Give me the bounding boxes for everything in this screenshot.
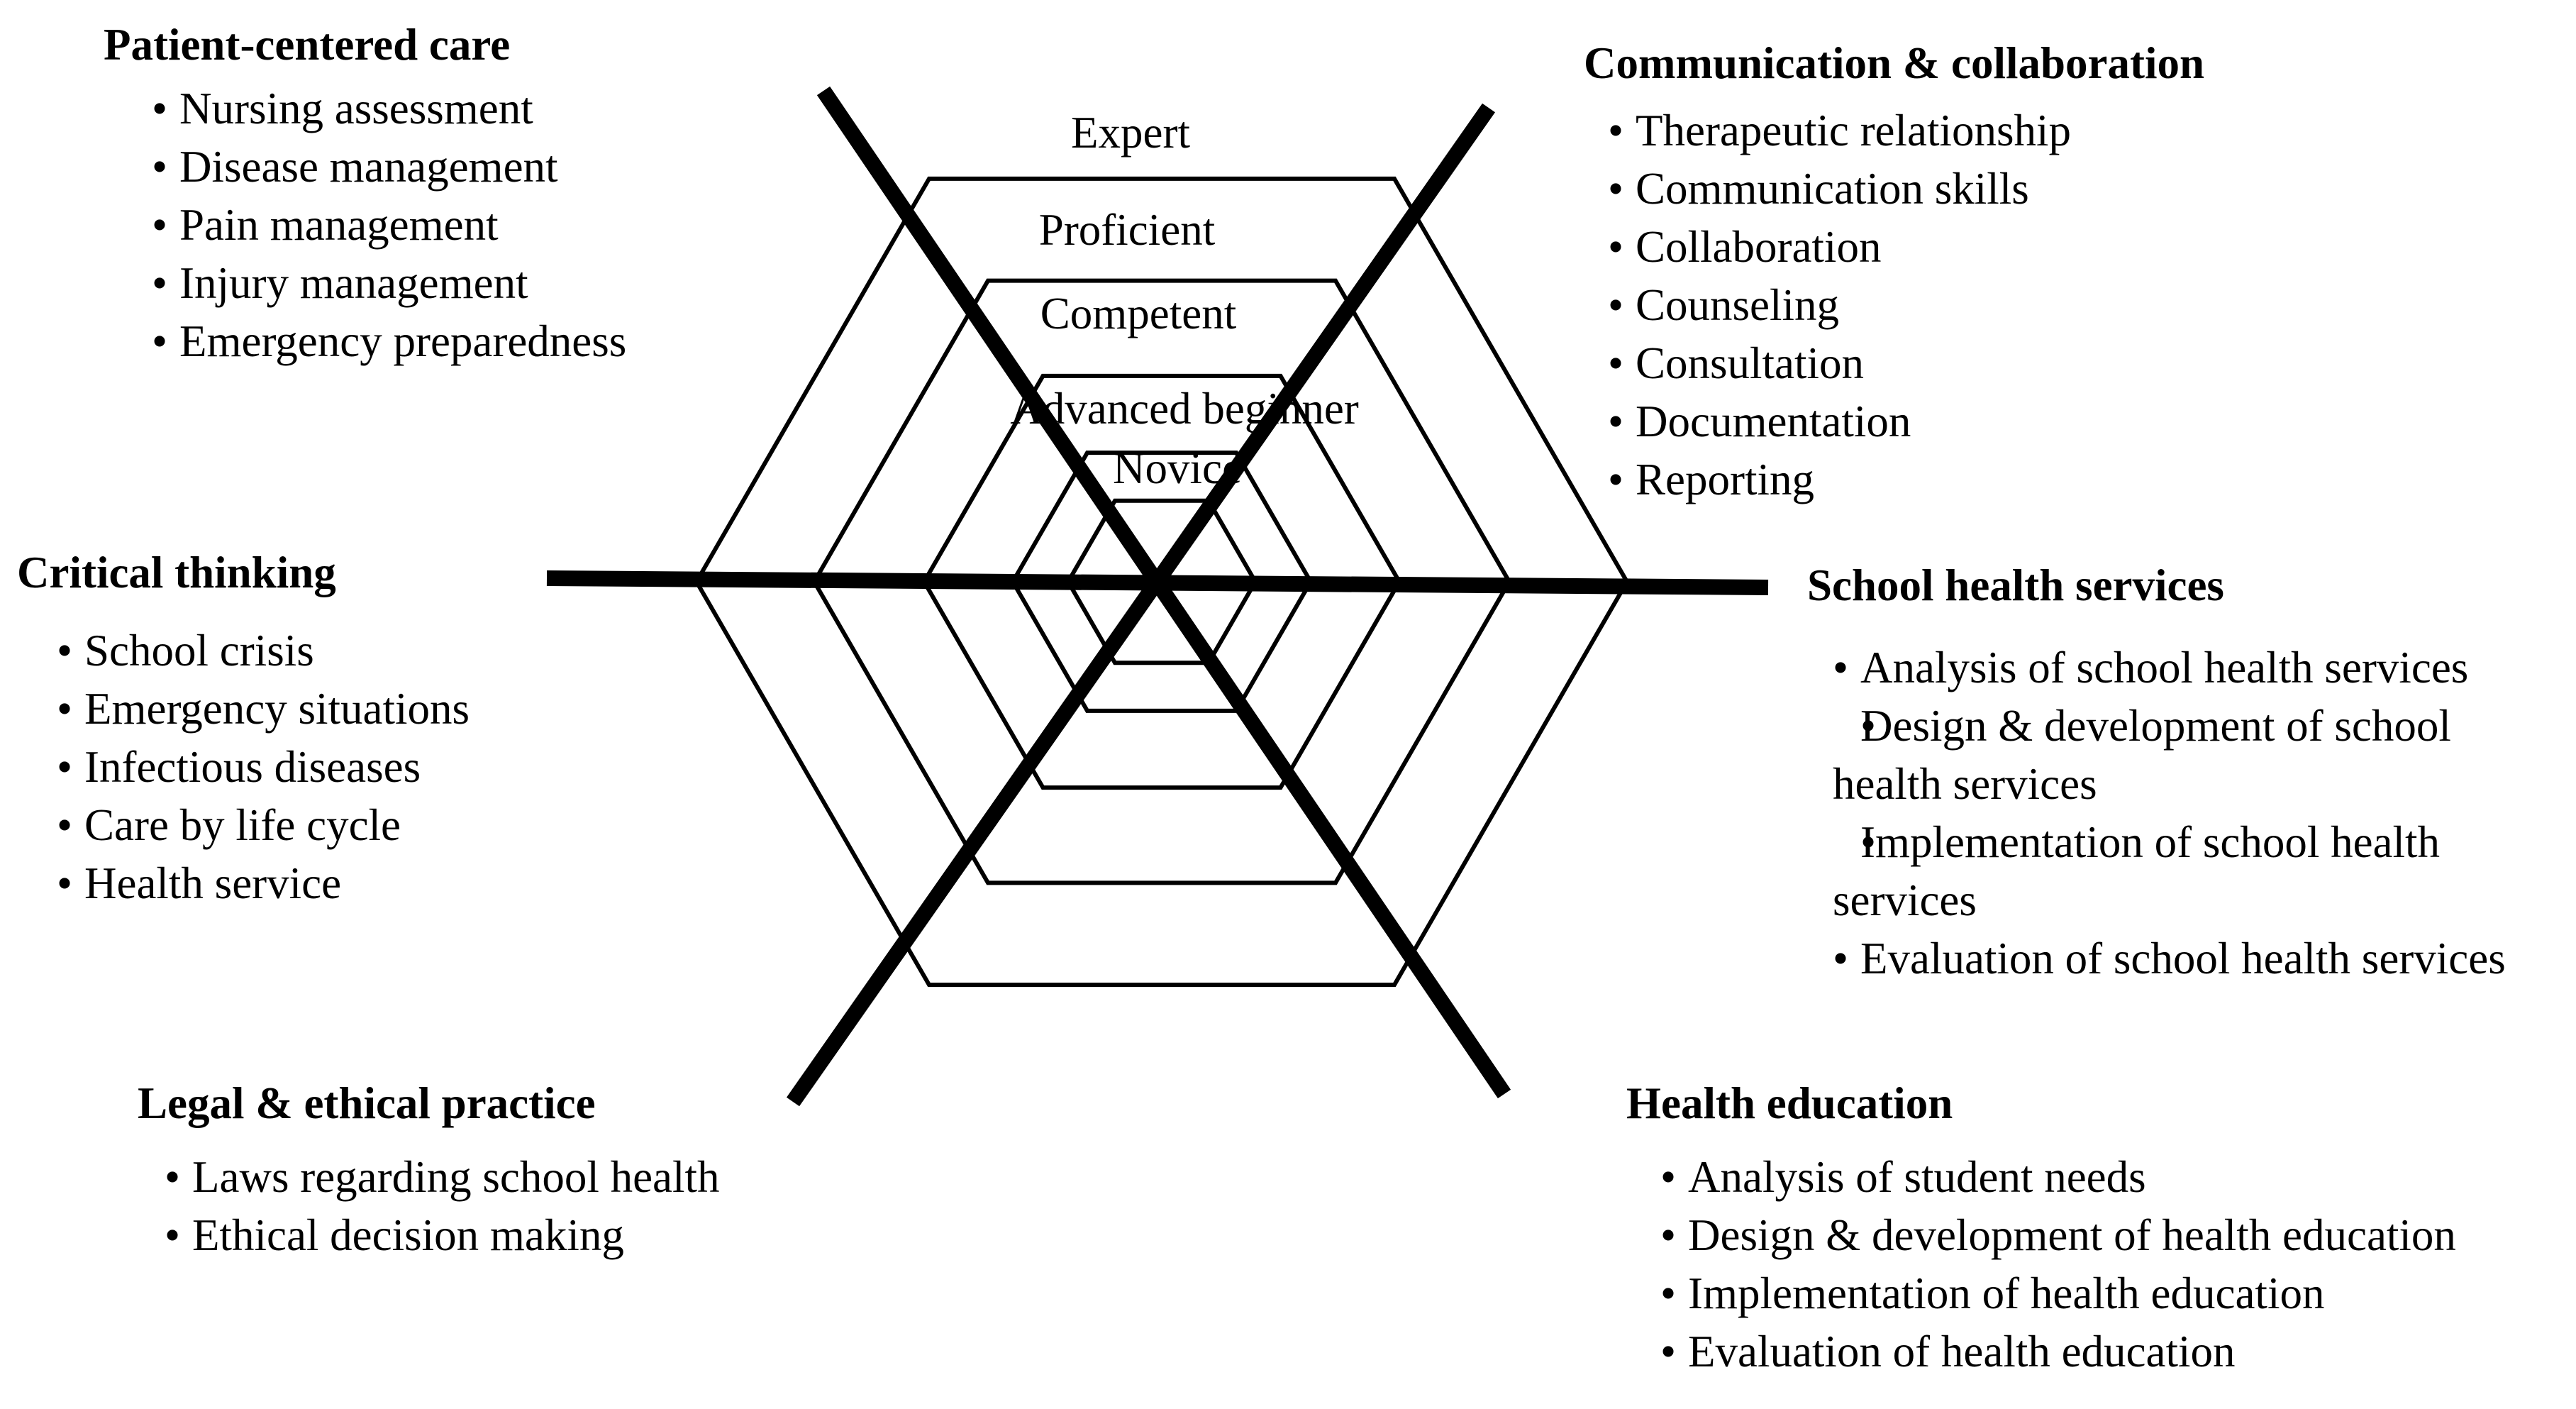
list-item: Laws regarding school health (165, 1148, 847, 1206)
level-label-competent: Competent (1040, 289, 1237, 338)
domain-item-list: School crisis Emergency situations Infec… (57, 621, 655, 912)
list-item: Injury management (152, 254, 742, 312)
domain-item-list: Analysis of school health services Desig… (1833, 639, 2556, 988)
list-item: Design & development of health education (1660, 1206, 2548, 1264)
list-item: Disease management (152, 138, 742, 196)
list-item: School crisis (57, 621, 655, 680)
domain-title: Critical thinking (17, 548, 336, 597)
list-item: Nursing assessment (152, 79, 742, 138)
domain-communication-collaboration: Communication & collaboration Therapeuti… (1584, 37, 2364, 509)
list-item: Analysis of school health services (1833, 639, 2556, 697)
domain-health-education: Health education Analysis of student nee… (1626, 1077, 2548, 1381)
domain-title: Legal & ethical practice (138, 1078, 596, 1128)
spoke-diagonal-falling (816, 86, 1511, 1099)
spoke-diagonal-rising (786, 103, 1496, 1107)
list-item: Reporting (1608, 451, 2364, 509)
list-item: Evaluation of health education (1660, 1322, 2548, 1381)
list-item: Documentation (1608, 392, 2364, 451)
level-labels: Expert Proficient Competent Advanced beg… (1010, 108, 1359, 493)
domain-title: Communication & collaboration (1584, 38, 2204, 88)
list-item: Evaluation of school health services (1833, 929, 2556, 988)
domain-item-list: Therapeutic relationship Communication s… (1608, 101, 2364, 509)
domain-critical-thinking: Critical thinking School crisis Emergenc… (17, 546, 655, 912)
domain-legal-ethical-practice: Legal & ethical practice Laws regarding … (138, 1077, 847, 1264)
list-item: Implementation of school health services (1833, 813, 2514, 929)
domain-item-list: Nursing assessment Disease management Pa… (152, 79, 742, 370)
list-item: Health service (57, 854, 655, 912)
domain-title: Patient-centered care (104, 20, 511, 70)
domain-spokes (546, 86, 1769, 1107)
domain-item-list: Laws regarding school health Ethical dec… (165, 1148, 847, 1264)
level-label-novice: Novice (1113, 443, 1242, 493)
list-item: Consultation (1608, 334, 2364, 392)
list-item: Analysis of student needs (1660, 1148, 2548, 1206)
list-item: Design & development of school health se… (1833, 697, 2542, 813)
domain-item-list: Analysis of student needs Design & devel… (1660, 1148, 2548, 1381)
level-label-advanced-beginner: Advanced beginner (1010, 384, 1359, 433)
list-item: Therapeutic relationship (1608, 101, 2364, 160)
list-item: Care by life cycle (57, 796, 655, 854)
domain-patient-centered-care: Patient-centered care Nursing assessment… (104, 18, 742, 370)
domain-title: School health services (1807, 560, 2224, 610)
list-item: Counseling (1608, 276, 2364, 334)
level-label-expert: Expert (1071, 108, 1190, 158)
list-item: Communication skills (1608, 160, 2364, 218)
list-item: Pain management (152, 196, 742, 254)
domain-title: Health education (1626, 1078, 1953, 1128)
list-item: Ethical decision making (165, 1206, 847, 1264)
list-item: Implementation of health education (1660, 1264, 2548, 1322)
level-label-proficient: Proficient (1039, 205, 1216, 255)
domain-school-health-services: School health services Analysis of schoo… (1807, 559, 2559, 988)
list-item: Emergency preparedness (152, 312, 742, 370)
list-item: Emergency situations (57, 680, 655, 738)
list-item: Collaboration (1608, 218, 2364, 276)
list-item: Infectious diseases (57, 738, 655, 796)
